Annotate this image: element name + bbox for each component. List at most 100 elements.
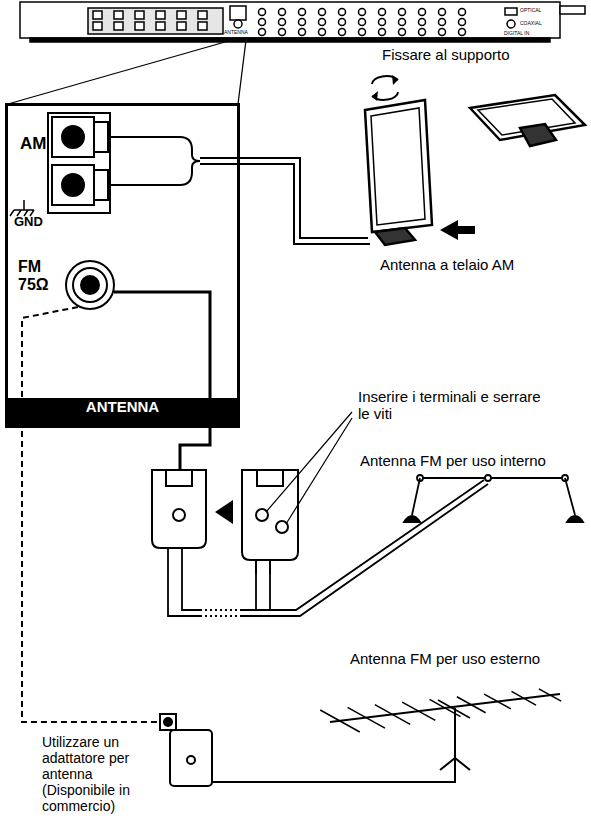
am-loop-antenna-part: [392, 75, 398, 85]
receiver-rear-panel-part: [507, 20, 515, 28]
rca-jacks-part: [339, 9, 346, 16]
zoom-lines: [8, 40, 246, 104]
rca-jacks-part: [459, 9, 466, 16]
am-loop-antenna-part: [520, 124, 556, 146]
antenna-adapter-part: [170, 730, 212, 786]
fm-outdoor-antenna-part-part: [375, 705, 410, 725]
fm-outdoor-antenna-part-part: [457, 697, 486, 713]
receiver-rear-panel-part: [20, 2, 560, 38]
rca-jacks-part: [439, 19, 446, 26]
speaker-terminals-part: [135, 11, 144, 19]
rca-jacks-part: [279, 29, 286, 36]
antenna-inset-panel-part: [94, 122, 108, 152]
instruction-label: Fissare al supporto: [380, 46, 512, 63]
fm-plug-adapters-part: [242, 470, 298, 560]
am-lead-wires-part: [200, 158, 368, 238]
antenna-inset-panel-part: [81, 276, 99, 294]
antenna-inset-panel-part: [52, 117, 94, 157]
antenna-inset-panel-part: [94, 170, 108, 200]
antenna-inset-panel-part: [73, 268, 107, 302]
fm-plug-adapters-part: [256, 509, 268, 521]
note-label: Utilizzare un adattatore per antenna (Di…: [40, 734, 160, 814]
antenna-inset-panel-part: [52, 165, 94, 205]
fm-plug-adapters-part: [152, 470, 206, 548]
rca-jacks-part: [299, 29, 306, 36]
am-lead-wires-part: [180, 137, 200, 185]
fm-plug-adapters-part: [173, 509, 185, 521]
rca-jacks-part: [319, 29, 326, 36]
rca-jacks-part: [359, 9, 366, 16]
speaker-terminals-part: [177, 22, 186, 30]
rca-jacks-part: [259, 9, 266, 16]
receiver-rear-panel-part: [230, 6, 246, 20]
rca-jacks-part: [379, 19, 386, 26]
speaker-terminals-part: [93, 22, 102, 30]
fm-outdoor-antenna-part-part: [484, 694, 511, 709]
fm-outdoor-antenna-part-part: [320, 710, 360, 732]
speaker-terminals-part: [135, 22, 144, 30]
rca-jacks-part: [379, 29, 386, 36]
part-label: Antenna FM per uso esterno: [348, 650, 542, 667]
rca-jacks-part: [359, 19, 366, 26]
antenna-terminal-panel: AMGNDFM 75ΩANTENNA: [5, 103, 240, 428]
fm-cable-part: [114, 292, 210, 470]
panel-marking: COAXIAL: [520, 21, 542, 27]
fm-outdoor-antenna-part: [212, 758, 455, 782]
label-leader-lines: [266, 412, 352, 524]
part-label: Antenna a telaio AM: [378, 256, 516, 273]
antenna-inset-panel-part: [8, 398, 237, 425]
rca-jacks-part: [439, 9, 446, 16]
terminal-label: GND: [14, 215, 64, 230]
speaker-terminals: [93, 11, 207, 30]
rca-jacks-part: [279, 9, 286, 16]
panel-title: ANTENNA: [8, 398, 237, 415]
antenna-adapter-part: [160, 714, 176, 730]
rca-jacks-part: [399, 9, 406, 16]
rca-jacks-part: [339, 29, 346, 36]
fm-indoor-antenna-part: [412, 478, 575, 515]
rca-jacks-part: [419, 9, 426, 16]
fm-outdoor-antenna-part-part: [512, 691, 536, 705]
panel-marking: ANTENNA: [224, 30, 248, 36]
speaker-terminals-part: [156, 22, 165, 30]
receiver-rear-panel-part: [560, 6, 585, 14]
part-label: Antenna FM per uso interno: [358, 452, 548, 469]
fm-cable-part: [22, 307, 160, 722]
am-loop-antenna-part: [365, 100, 432, 232]
fm-plug-adapters: [152, 470, 298, 574]
fm-outdoor-antenna-part: [320, 689, 561, 732]
speaker-terminals-part: [177, 11, 186, 19]
antenna-inset-panel-part: [10, 200, 34, 216]
fm-indoor-antenna-part: [420, 477, 565, 479]
rca-jacks-part: [299, 9, 306, 16]
fm-plug-adapters-part: [166, 470, 192, 486]
rca-jacks-part: [319, 9, 326, 16]
terminal-label: AM: [20, 134, 60, 154]
rca-jacks-part: [399, 19, 406, 26]
rca-jacks-part: [439, 29, 446, 36]
fm-outdoor-antenna-part-part: [539, 689, 561, 701]
rca-jacks: [259, 9, 466, 36]
rca-jacks-part: [339, 19, 346, 26]
rca-jacks-part: [419, 29, 426, 36]
receiver-rear-panel-part: [88, 8, 223, 34]
am-loop-antenna: [365, 75, 585, 245]
am-lead-wires-part: [108, 137, 180, 185]
speaker-terminals-part: [198, 22, 207, 30]
am-loop-antenna-part: [371, 108, 425, 225]
receiver-rear-panel-part: [234, 20, 242, 28]
antenna-inset-panel-part: [62, 174, 84, 196]
instruction-label: Inserire i terminali e serrare le viti: [356, 388, 550, 423]
panel-marking: OPTICAL: [520, 8, 541, 14]
am-loop-antenna-part: [440, 220, 475, 240]
fm-outdoor-antenna-part-part: [438, 700, 470, 718]
panel-marking: DIGITAL IN: [504, 31, 529, 37]
fm-outdoor-antenna-part-part: [430, 699, 461, 716]
speaker-terminals-part: [114, 22, 123, 30]
fm-indoor-antenna-part: [404, 516, 583, 522]
rca-jacks-part: [299, 19, 306, 26]
rca-jacks-part: [359, 29, 366, 36]
antenna-adapter: [160, 714, 212, 786]
fm-outdoor-antenna: [212, 689, 561, 782]
rca-jacks-part: [459, 29, 466, 36]
